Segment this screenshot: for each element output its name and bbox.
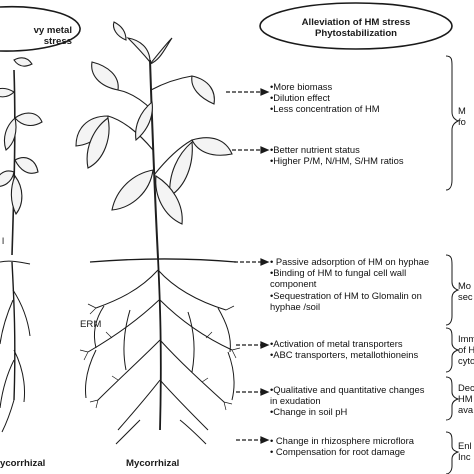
erm-label: ERM (80, 319, 102, 330)
left-header-line: stress (43, 36, 72, 47)
ground-line (89, 258, 237, 263)
mycorrhizal-plant (75, 21, 233, 259)
non-mycorrhizal-roots (0, 260, 31, 433)
right-edge-line: sec (458, 291, 473, 303)
right-edge-line: ava (458, 404, 474, 416)
effect-arrows (226, 88, 270, 444)
right-edge-text-3: Imm of H cyto (458, 333, 474, 367)
effect-line: •Change in soil pH (270, 406, 348, 418)
right-edge-line: Enl (458, 440, 472, 451)
effect-group-hyphae: • Passive adsorption of HM on hyphae •Bi… (270, 256, 429, 312)
effect-line: •Better nutrient status (270, 144, 360, 155)
right-edge-line: Mo (458, 280, 472, 291)
effect-line: • Compensation for root damage (270, 446, 406, 458)
right-header-ellipse (259, 2, 453, 50)
right-header-title: Alleviation of HM stress (301, 17, 411, 28)
effect-line: •More biomass (270, 81, 333, 92)
left-fragment-label: l (2, 236, 5, 247)
right-edge-line: Inc (458, 451, 471, 463)
right-edge-line: fo (458, 116, 466, 128)
effect-line: • Passive adsorption of HM on hyphae (270, 256, 430, 267)
right-header-subtitle: Phytostabilization (314, 28, 398, 39)
effect-group-exudation: •Qualitative and quantitative changes in… (270, 384, 424, 418)
effect-line: •ABC transporters, metallothioneins (270, 349, 419, 361)
effect-line: •Dilution effect (270, 92, 330, 104)
mycorrhizal-root-system (79, 257, 241, 445)
effect-group-nutrient: •Better nutrient status •Higher P/M, N/H… (270, 144, 404, 166)
effect-line: hyphae /soil (270, 300, 321, 312)
effect-line: • Change in rhizosphere microflora (270, 435, 414, 446)
right-header-text: Alleviation of HM stress Phytostabilizat… (262, 17, 450, 39)
right-edge-line: cyto (458, 355, 474, 367)
effect-line: •Activation of metal transporters (270, 338, 403, 349)
effect-line: •Sequestration of HM to Glomalin on (270, 289, 422, 301)
effect-group-rhizosphere: • Change in rhizosphere microflora • Com… (270, 435, 414, 457)
right-edge-line: HM (458, 393, 473, 405)
effect-line: in exudation (270, 395, 321, 407)
left-header-line: vy metal (33, 25, 72, 36)
right-edge-line: Imm (458, 333, 474, 344)
mycorrhizal-label: Mycorrhizal (126, 458, 180, 469)
right-edge-text-4: Dec HM ava (458, 382, 474, 416)
left-header-text: vy metal stress (0, 25, 72, 47)
effect-line: •Higher P/M, N/HM, S/HM ratios (270, 155, 404, 167)
effect-line: •Less concentration of HM (270, 103, 380, 115)
effect-group-biomass: •More biomass •Dilution effect •Less con… (270, 81, 380, 115)
right-edge-text-1: M fo (458, 105, 466, 127)
effect-group-transporters: •Activation of metal transporters •ABC t… (270, 338, 418, 360)
right-edge-line: M (458, 105, 466, 116)
non-mycorrhizal-plant (0, 57, 43, 256)
right-braces (445, 55, 460, 474)
right-edge-line: of H (458, 344, 474, 356)
non-mycorrhizal-label: ycorrhizal (0, 458, 46, 469)
effect-line: •Qualitative and quantitative changes (270, 384, 425, 395)
left-header-ellipse (0, 5, 81, 52)
effect-line: •Binding of HM to fungal cell wall (270, 267, 407, 279)
effect-line: component (270, 278, 317, 290)
right-edge-text-5: Enl Inc (458, 440, 472, 462)
right-edge-text-2: Mo sec (458, 280, 473, 302)
right-edge-line: Dec (458, 382, 474, 393)
